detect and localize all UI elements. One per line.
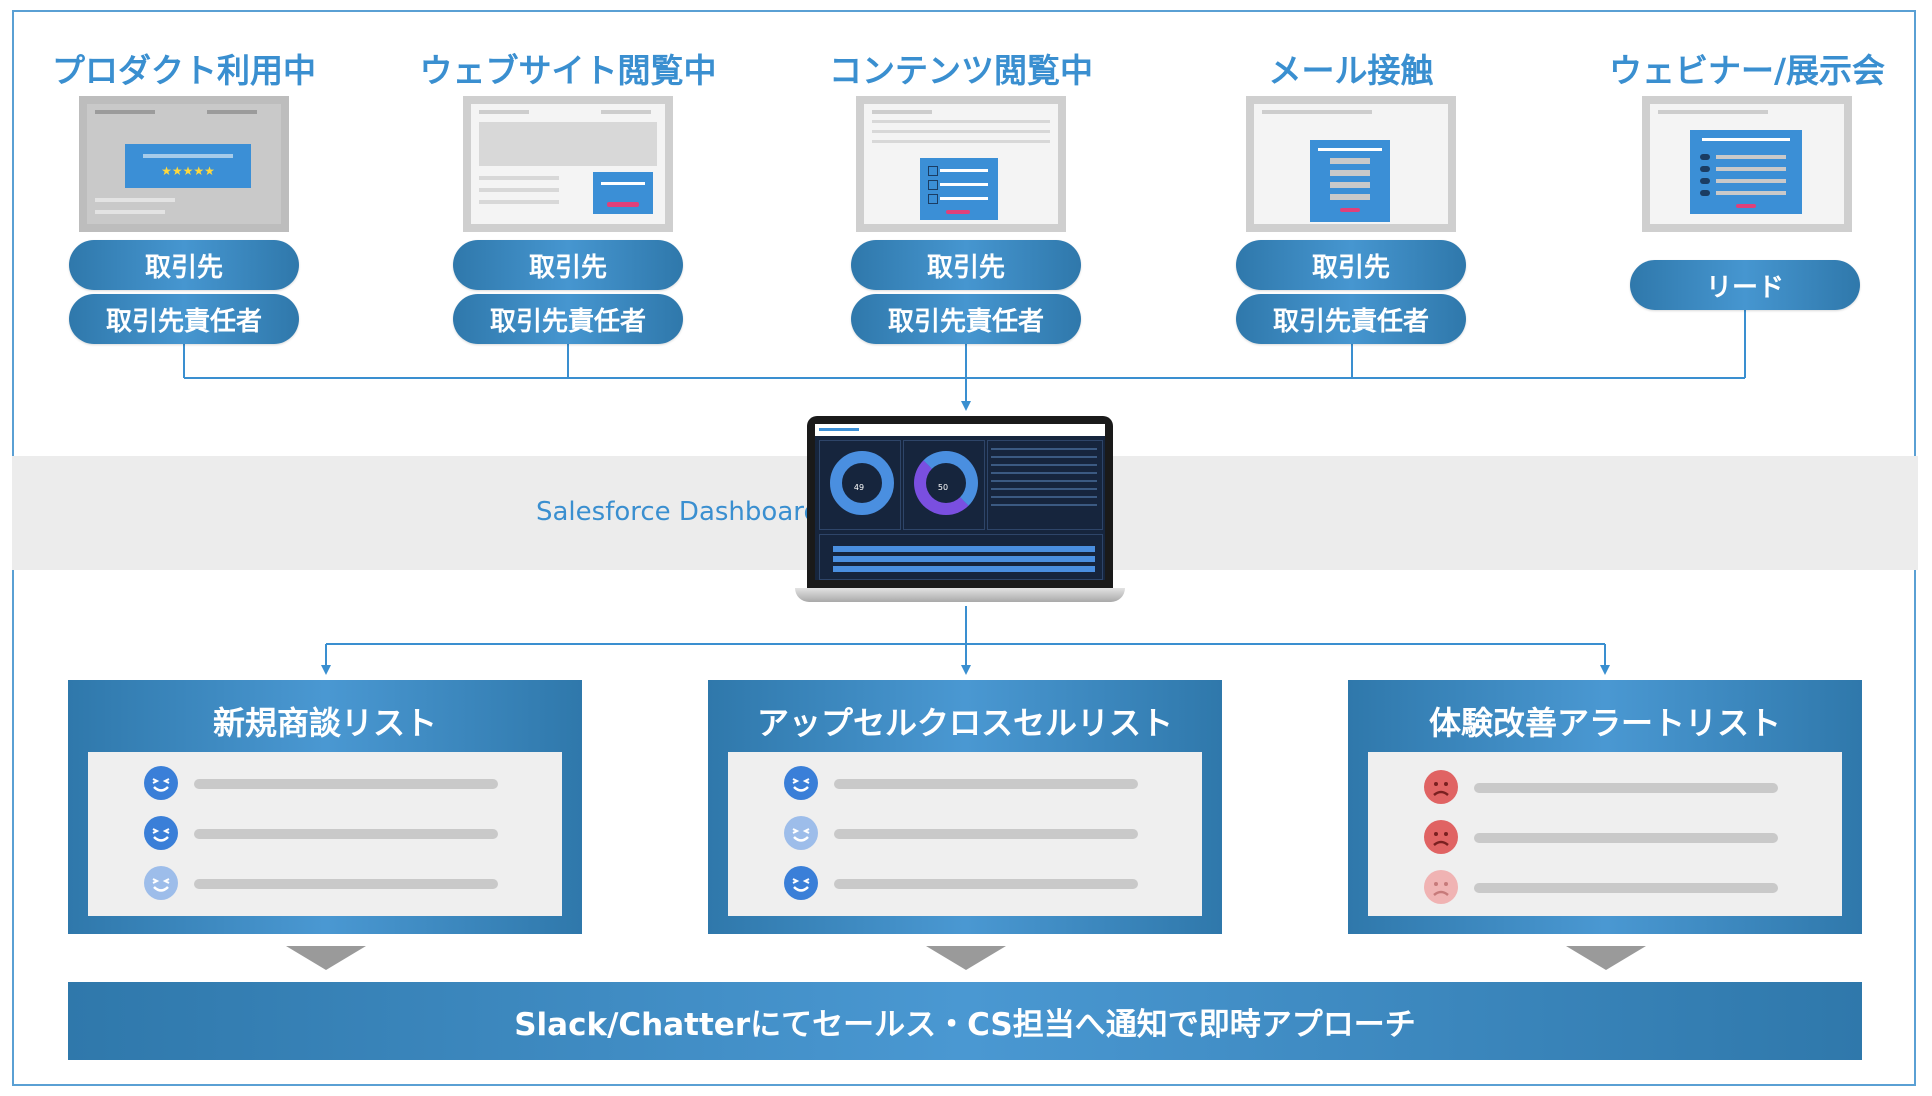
list-item xyxy=(1424,820,1794,854)
webinar-form-icon xyxy=(1642,96,1852,232)
placeholder-bar xyxy=(194,879,498,889)
pill-account-3: 取引先 xyxy=(851,240,1081,290)
pill-lead: リード xyxy=(1630,260,1860,310)
list-item xyxy=(144,816,514,850)
list-new-deals: 新規商談リスト xyxy=(68,680,582,934)
list-title-experience-alert: 体験改善アラートリスト xyxy=(1428,704,1781,742)
laptop-screen: 49 50 xyxy=(807,416,1113,588)
placeholder-bar xyxy=(834,779,1138,789)
product-review-icon: ★★★★★ xyxy=(79,96,289,232)
sad-face-icon xyxy=(1424,820,1458,854)
placeholder-bar xyxy=(834,879,1138,889)
list-item xyxy=(784,816,1154,850)
laptop-icon: 49 50 xyxy=(795,416,1125,606)
placeholder-bar xyxy=(194,779,498,789)
dashboard-label: Salesforce Dashboard xyxy=(536,497,820,527)
happy-face-icon xyxy=(784,766,818,800)
checklist-content-icon xyxy=(856,96,1066,232)
source-title-product-usage: プロダクト利用中 xyxy=(52,51,316,90)
down-arrow-icon xyxy=(286,946,366,970)
happy-face-icon xyxy=(144,766,178,800)
email-icon xyxy=(1246,96,1456,232)
pill-contact-3: 取引先責任者 xyxy=(851,294,1081,344)
list-body xyxy=(728,752,1202,916)
pill-contact-2: 取引先責任者 xyxy=(453,294,683,344)
happy-face-faded-icon xyxy=(144,866,178,900)
placeholder-bar xyxy=(1474,783,1778,793)
happy-face-icon xyxy=(144,816,178,850)
sad-face-faded-icon xyxy=(1424,870,1458,904)
pill-account-4: 取引先 xyxy=(1236,240,1466,290)
list-item xyxy=(784,766,1154,800)
donut-value-2: 50 xyxy=(937,483,949,492)
placeholder-bar xyxy=(1474,833,1778,843)
placeholder-bar xyxy=(834,829,1138,839)
pill-account-1: 取引先 xyxy=(69,240,299,290)
notification-bar: Slack/Chatterにてセールス・CS担当へ通知で即時アプローチ xyxy=(68,982,1862,1060)
dashboard-screen: 49 50 xyxy=(815,424,1105,580)
pill-contact-1: 取引先責任者 xyxy=(69,294,299,344)
source-title-email-contact: メール接触 xyxy=(1268,51,1434,90)
laptop-base xyxy=(795,588,1125,602)
sad-face-icon xyxy=(1424,770,1458,804)
source-title-webinar-exhibition: ウェビナー/展示会 xyxy=(1608,51,1886,90)
list-body xyxy=(88,752,562,916)
list-body xyxy=(1368,752,1842,916)
list-item xyxy=(784,866,1154,900)
down-arrow-icon xyxy=(926,946,1006,970)
down-arrow-icon xyxy=(1566,946,1646,970)
happy-face-faded-icon xyxy=(784,816,818,850)
source-title-content-browsing: コンテンツ閲覧中 xyxy=(829,51,1093,90)
list-title-new-deals: 新規商談リスト xyxy=(212,704,437,742)
website-popup-icon xyxy=(463,96,673,232)
placeholder-bar xyxy=(194,829,498,839)
donut-value-1: 49 xyxy=(853,483,865,492)
list-upsell-crosssell: アップセルクロスセルリスト xyxy=(708,680,1222,934)
pill-account-2: 取引先 xyxy=(453,240,683,290)
pill-contact-4: 取引先責任者 xyxy=(1236,294,1466,344)
list-item xyxy=(1424,870,1794,904)
list-experience-alert: 体験改善アラートリスト xyxy=(1348,680,1862,934)
happy-face-icon xyxy=(784,866,818,900)
source-title-website-browsing: ウェブサイト閲覧中 xyxy=(419,51,717,90)
list-title-upsell-crosssell: アップセルクロスセルリスト xyxy=(756,704,1173,742)
list-item xyxy=(144,866,514,900)
list-item xyxy=(1424,770,1794,804)
list-item xyxy=(144,766,514,800)
placeholder-bar xyxy=(1474,883,1778,893)
